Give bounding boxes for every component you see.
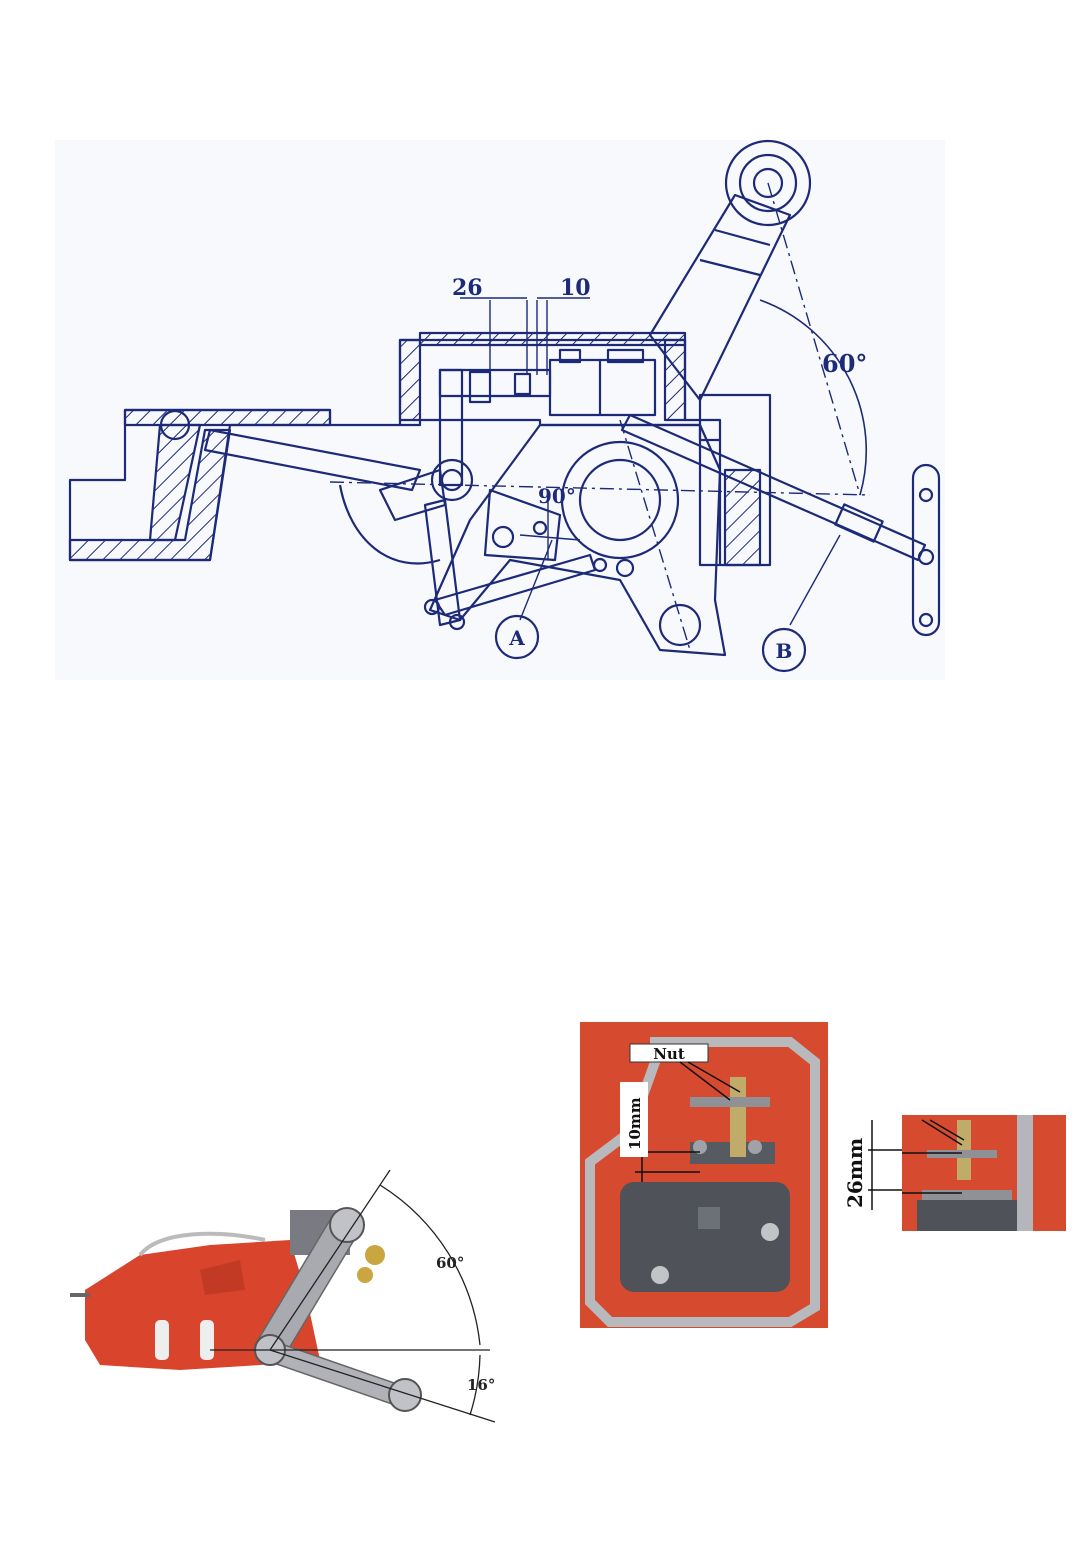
dim-26-label: 26	[452, 275, 483, 301]
detail-bracket-bottom	[922, 1190, 1012, 1200]
photo-angle-60: 60°	[436, 1254, 464, 1272]
bolt-2	[748, 1140, 762, 1154]
lift-arm-photo-svg: 60° 16°	[60, 1160, 520, 1440]
callout-a-text: A	[508, 626, 525, 650]
bolt-3	[651, 1266, 669, 1284]
valve-fitting-1	[365, 1245, 385, 1265]
upper-arm-eye	[330, 1208, 364, 1242]
detail-dim-arrows	[868, 1120, 902, 1210]
drawing-svg: 26 10 60° 90° A B	[0, 0, 1080, 700]
dim-10-label: 10	[560, 275, 591, 301]
detail-gasket	[1017, 1115, 1033, 1231]
valve-port	[698, 1207, 720, 1229]
photo-angle-16: 16°	[467, 1376, 495, 1394]
angle-90-label: 90°	[538, 484, 576, 508]
nut-label: Nut	[653, 1045, 685, 1063]
hitch-linkage-drawing: 26 10 60° 90° A B	[0, 0, 1080, 700]
detail-dimension-svg: 26mm	[832, 1110, 902, 1220]
valve-photo-svg: Nut 10mm	[580, 1022, 828, 1328]
valve-adjustment-photo: Nut 10mm	[580, 1022, 828, 1328]
valve-fitting-2	[357, 1267, 373, 1283]
valve-detail-svg	[902, 1115, 1066, 1231]
lower-arm-eye	[389, 1379, 421, 1411]
angle-60-label: 60°	[822, 349, 867, 378]
valve-detail-photo	[902, 1115, 1066, 1231]
callout-b-text: B	[776, 639, 793, 663]
adjuster-screw	[730, 1077, 746, 1157]
housing-boss-1	[155, 1320, 169, 1360]
detail-dim-label: 26mm	[843, 1138, 867, 1208]
bolt-4	[761, 1223, 779, 1241]
detail-bracket-top	[927, 1150, 997, 1158]
adjuster-bracket	[690, 1097, 770, 1107]
housing-boss-2	[200, 1320, 214, 1360]
detail-dimension: 26mm	[832, 1110, 902, 1220]
detail-valve-body	[917, 1200, 1017, 1231]
valve-dim-label: 10mm	[626, 1097, 644, 1150]
lift-arm-photo: 60° 16°	[60, 1160, 520, 1440]
